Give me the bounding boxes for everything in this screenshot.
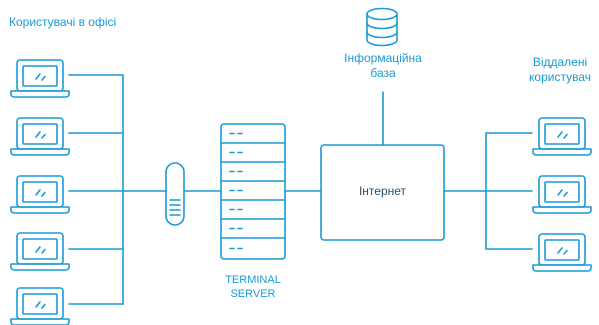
office-laptop-4 — [10, 232, 70, 271]
remote-users-label: Віддалені користувач — [522, 55, 598, 85]
database-label: Інформаційна база — [330, 51, 436, 81]
remote-laptop-3 — [532, 233, 592, 272]
remote-laptop-1 — [532, 117, 592, 156]
terminal-server-label: TERMINAL SERVER — [213, 273, 293, 301]
office-laptop-1 — [10, 59, 70, 98]
remote-users-label-line-1: Віддалені — [532, 55, 588, 69]
server-rack-icon — [220, 123, 286, 260]
remote-connection-lines — [443, 132, 533, 250]
remote-users-label-line-2: користувач — [529, 70, 591, 84]
office-connection-lines — [68, 74, 167, 305]
office-laptop-5 — [10, 287, 70, 325]
remote-laptop-2 — [532, 175, 592, 214]
office-laptop-2 — [10, 117, 70, 156]
terminal-server-label-line-2: SERVER — [230, 288, 276, 300]
firewall-icon — [165, 162, 185, 226]
database-label-line-2: база — [370, 66, 396, 80]
office-laptop-3 — [10, 175, 70, 214]
database-label-line-1: Інформаційна — [344, 51, 422, 65]
terminal-server-label-line-1: TERMINAL — [225, 274, 281, 286]
office-users-label: Користувачі в офісі — [9, 15, 117, 29]
internet-label: Інтернет — [358, 184, 407, 198]
database-icon — [366, 7, 398, 47]
